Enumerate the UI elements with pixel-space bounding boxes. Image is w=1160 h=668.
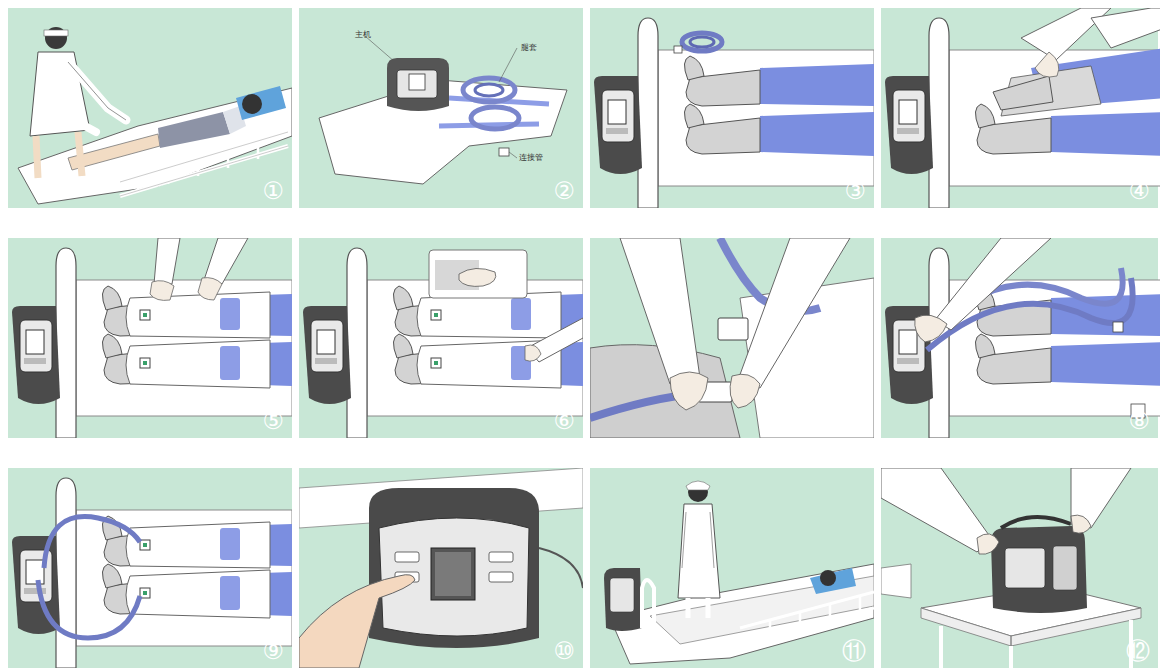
step-number: ⑩ — [553, 638, 575, 664]
step-number: ⑧ — [1128, 408, 1150, 434]
step-number: ⑨ — [262, 638, 284, 664]
panel-3-art — [594, 18, 874, 208]
panel-6-art — [303, 248, 583, 438]
panel-7-art — [590, 238, 874, 438]
panel-2-art — [319, 36, 567, 184]
part-label: 连接管 — [519, 153, 543, 163]
part-label: 腿套 — [521, 43, 537, 53]
step-number: ④ — [1128, 178, 1150, 204]
panel-11-art — [604, 481, 874, 664]
step-number: ⑤ — [262, 408, 284, 434]
step-number: ⑫ — [1126, 638, 1150, 664]
step-number: ② — [553, 178, 575, 204]
step-number: ⑪ — [842, 638, 866, 664]
panel-10-art — [299, 468, 583, 668]
panel-12-art — [881, 468, 1141, 668]
panel-4-art — [885, 8, 1160, 208]
step-number: ③ — [844, 178, 866, 204]
panel-8-art — [885, 238, 1160, 438]
step-number: ⑦ — [844, 408, 866, 434]
part-label: 主机 — [355, 30, 371, 40]
step-number: ① — [262, 178, 284, 204]
panel-5-art — [12, 238, 292, 438]
panel-1-art — [18, 27, 292, 204]
panel-9-art — [12, 478, 292, 668]
step-number: ⑥ — [553, 408, 575, 434]
